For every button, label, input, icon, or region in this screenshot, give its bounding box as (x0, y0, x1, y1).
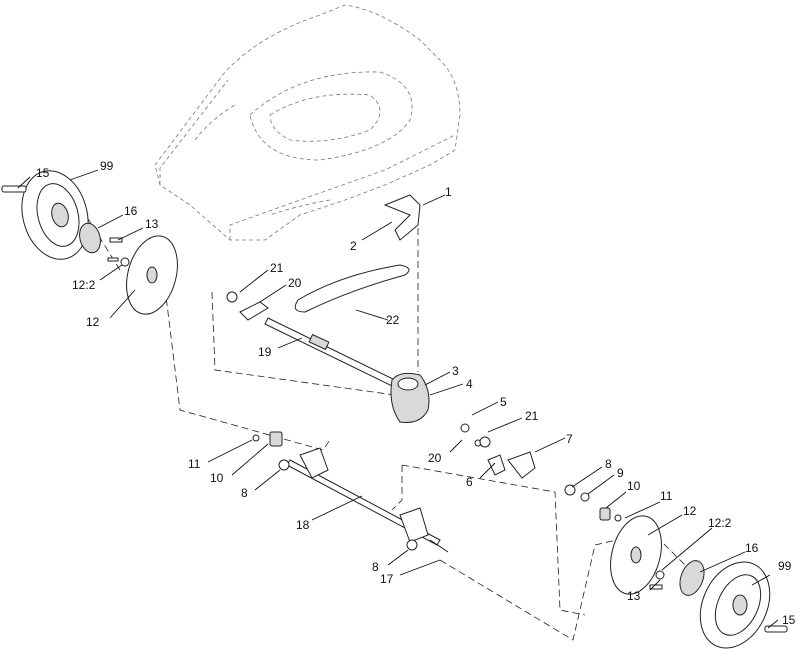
callout-16-left: 16 (124, 204, 138, 218)
callout-13-right: 13 (627, 589, 641, 603)
callout-21-top: 21 (270, 261, 284, 275)
right-wheel (699, 561, 771, 649)
callout-21-center: 21 (525, 409, 539, 423)
callout-18: 18 (296, 518, 310, 532)
left-height-bracket (299, 447, 329, 479)
callout-2: 2 (350, 239, 357, 253)
callout-7: 7 (566, 432, 573, 446)
callout-99-right: 99 (778, 559, 792, 573)
right-height-bracket (399, 507, 429, 543)
callout-10-left: 10 (210, 471, 224, 485)
callout-12-2-right: 12:2 (708, 516, 732, 530)
callout-22: 22 (386, 313, 400, 327)
callout-8-left: 8 (241, 486, 248, 500)
callout-17: 17 (380, 572, 394, 586)
center-small-parts (226, 291, 536, 553)
callout-19: 19 (258, 345, 272, 359)
callout-11-right: 11 (660, 489, 673, 503)
callout-12-left: 12 (86, 315, 100, 329)
callout-5: 5 (500, 395, 507, 409)
mower-deck-outline (154, 4, 461, 241)
callout-4: 4 (466, 377, 473, 391)
left-wheel (21, 170, 89, 260)
callout-9: 9 (617, 466, 624, 480)
drive-bracket (383, 194, 421, 241)
callout-12-right: 12 (683, 504, 697, 518)
left-wheel-bolt (1, 185, 27, 193)
assembly-lines (69, 189, 701, 641)
right-small-parts (564, 484, 665, 590)
transmission (390, 372, 430, 423)
callout-10-right: 10 (627, 479, 641, 493)
right-wheel-cover (610, 515, 662, 595)
callout-8-right: 8 (605, 457, 612, 471)
callout-11-left: 11 (188, 457, 201, 471)
callout-6: 6 (466, 475, 473, 489)
callout-16-right: 16 (745, 541, 759, 555)
callout-1: 1 (445, 185, 452, 199)
callout-13-left: 13 (145, 217, 159, 231)
left-wheel-cover (126, 235, 178, 315)
callout-20-top: 20 (288, 276, 302, 290)
callout-15-right: 15 (782, 613, 796, 627)
drive-belt (294, 264, 410, 313)
callout-15-left: 15 (36, 166, 50, 180)
callout-8-center: 8 (372, 560, 379, 574)
callout-99-left: 99 (100, 159, 114, 173)
right-wheel-bolt (764, 625, 788, 633)
callout-3: 3 (452, 364, 459, 378)
right-gear (679, 560, 705, 596)
left-gear (79, 222, 101, 254)
callout-20-center: 20 (428, 451, 442, 465)
drive-shaft (264, 317, 396, 387)
left-small-parts (107, 237, 130, 267)
leader-lines (17, 169, 779, 629)
callout-12-2-left: 12:2 (72, 278, 96, 292)
